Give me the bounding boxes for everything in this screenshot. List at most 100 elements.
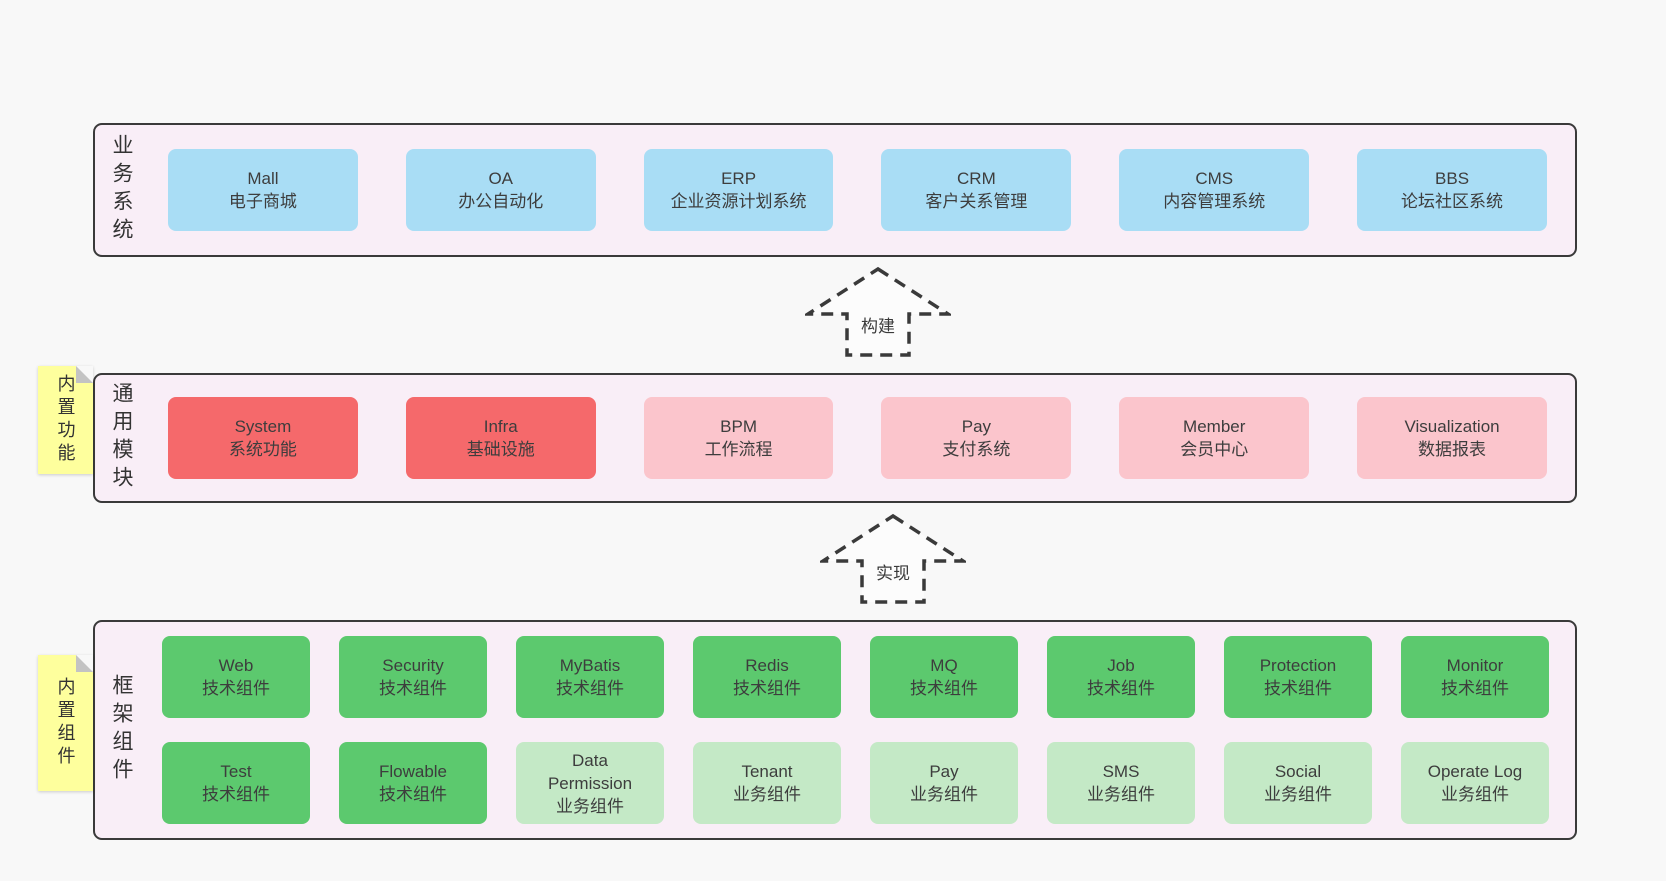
band-business-systems: 业务系统 Mall 电子商城 OA 办公自动化 ERP 企业资源计划系统 CRM… <box>93 123 1577 257</box>
box-bpm: BPM 工作流程 <box>643 397 834 479</box>
box-bbs: BBS 论坛社区系统 <box>1357 149 1547 231</box>
box-subtitle: 技术组件 <box>202 785 270 804</box>
box-subtitle: 业务组件 <box>733 785 801 804</box>
sticky-built-in-components: 内置组件 <box>38 655 93 791</box>
box-name: Member <box>1183 417 1246 436</box>
box-subtitle: 工作流程 <box>704 440 773 459</box>
box-name: Infra <box>483 417 518 436</box>
box-subtitle: 数据报表 <box>1418 440 1487 459</box>
box-subtitle: 技术组件 <box>202 679 270 698</box>
box-name: ERP <box>721 169 757 188</box>
box-subtitle: 支付系统 <box>942 440 1011 459</box>
box-name: Pay <box>929 762 959 781</box>
box-subtitle: 会员中心 <box>1180 440 1249 459</box>
framework-components-stack: Web 技术组件 Security 技术组件 MyBatis 技术组件 Redi… <box>132 636 1575 824</box>
arrow-label: 实现 <box>876 564 910 583</box>
box-subtitle: 业务组件 <box>1087 785 1155 804</box>
box-name: Flowable <box>378 762 448 781</box>
box-name: Social <box>1274 762 1322 781</box>
box-name: Job <box>1107 656 1135 675</box>
box-sms: SMS 业务组件 <box>1047 742 1195 824</box>
box-pay-system: Pay 支付系统 <box>881 397 1072 479</box>
framework-row-2: Test 技术组件 Flowable 技术组件 Data Permission … <box>162 742 1549 824</box>
box-tenant: Tenant 业务组件 <box>693 742 841 824</box>
box-name: OA <box>488 169 514 188</box>
box-monitor: Monitor 技术组件 <box>1401 636 1549 718</box>
box-operate-log: Operate Log 业务组件 <box>1401 742 1549 824</box>
box-member: Member 会员中心 <box>1119 397 1310 479</box>
box-system: System 系统功能 <box>168 397 358 479</box>
box-subtitle: 技术组件 <box>556 679 624 698</box>
box-security: Security 技术组件 <box>339 636 487 718</box>
implement-arrow-icon: 实现 <box>820 513 966 604</box>
box-name: CRM <box>957 169 996 188</box>
box-name: Security <box>382 656 444 675</box>
band-label-framework-components: 框架组件 <box>110 674 133 786</box>
box-cms: CMS 内容管理系统 <box>1119 149 1310 231</box>
box-mybatis: MyBatis 技术组件 <box>516 636 664 718</box>
box-mall: Mall 电子商城 <box>168 149 358 231</box>
box-name: Test <box>220 762 252 781</box>
box-name: Redis <box>745 656 789 675</box>
box-social: Social 业务组件 <box>1224 742 1372 824</box>
box-subtitle: 技术组件 <box>379 785 447 804</box>
box-protection: Protection 技术组件 <box>1224 636 1372 718</box>
arrow-shape <box>820 513 966 604</box>
sticky-label: 内置组件 <box>55 677 76 769</box>
box-subtitle: 电子商城 <box>228 192 297 211</box>
box-name: Monitor <box>1446 656 1504 675</box>
box-subtitle: 企业资源计划系统 <box>670 192 807 211</box>
box-subtitle: 业务组件 <box>1441 785 1509 804</box>
box-name: MyBatis <box>559 656 621 675</box>
box-subtitle: 客户关系管理 <box>925 192 1028 211</box>
box-name: Operate Log <box>1427 762 1523 781</box>
arrow-shape <box>805 266 951 357</box>
business-systems-box-row: Mall 电子商城 OA 办公自动化 ERP 企业资源计划系统 CRM 客户关系… <box>132 149 1575 231</box>
box-name: System <box>234 417 292 436</box>
framework-row-1: Web 技术组件 Security 技术组件 MyBatis 技术组件 Redi… <box>162 636 1549 718</box>
box-job: Job 技术组件 <box>1047 636 1195 718</box>
box-subtitle: 系统功能 <box>228 440 297 459</box>
box-redis: Redis 技术组件 <box>693 636 841 718</box>
common-modules-box-row: System 系统功能 Infra 基础设施 BPM 工作流程 Pay 支付系统… <box>132 397 1575 479</box>
sticky-built-in-features: 内置功能 <box>38 366 93 474</box>
band-label-common-modules: 通用模块 <box>110 382 133 494</box>
box-mq: MQ 技术组件 <box>870 636 1018 718</box>
box-name: Data Permission <box>547 750 633 793</box>
box-subtitle: 办公自动化 <box>458 192 544 211</box>
box-name: BBS <box>1435 169 1470 188</box>
box-name: Web <box>218 656 254 675</box>
arrow-label: 构建 <box>861 317 895 336</box>
band-label-business-systems: 业务系统 <box>110 134 133 246</box>
band-framework-components: 框架组件 Web 技术组件 Security 技术组件 MyBatis 技术组件… <box>93 620 1577 840</box>
sticky-label: 内置功能 <box>55 374 76 466</box>
box-subtitle: 技术组件 <box>379 679 447 698</box>
box-crm: CRM 客户关系管理 <box>881 149 1072 231</box>
box-name: Visualization <box>1404 417 1500 436</box>
box-subtitle: 技术组件 <box>733 679 801 698</box>
box-subtitle: 技术组件 <box>910 679 978 698</box>
box-infra: Infra 基础设施 <box>405 397 596 479</box>
box-name: Tenant <box>741 762 793 781</box>
box-name: BPM <box>720 417 757 436</box>
box-pay-component: Pay 业务组件 <box>870 742 1018 824</box>
box-data-permission: Data Permission 业务组件 <box>516 742 664 824</box>
band-common-modules: 通用模块 System 系统功能 Infra 基础设施 BPM 工作流程 Pay… <box>93 373 1577 503</box>
box-erp: ERP 企业资源计划系统 <box>643 149 834 231</box>
build-arrow-icon: 构建 <box>805 266 951 357</box>
box-subtitle: 技术组件 <box>1264 679 1332 698</box>
box-subtitle: 业务组件 <box>910 785 978 804</box>
box-test: Test 技术组件 <box>162 742 310 824</box>
box-name: CMS <box>1195 169 1234 188</box>
box-visualization: Visualization 数据报表 <box>1357 397 1547 479</box>
box-oa: OA 办公自动化 <box>405 149 596 231</box>
box-name: Pay <box>961 417 992 436</box>
box-subtitle: 业务组件 <box>1264 785 1332 804</box>
box-flowable: Flowable 技术组件 <box>339 742 487 824</box>
box-name: MQ <box>930 656 958 675</box>
box-name: Protection <box>1259 656 1337 675</box>
box-web: Web 技术组件 <box>162 636 310 718</box>
box-subtitle: 技术组件 <box>1087 679 1155 698</box>
box-subtitle: 论坛社区系统 <box>1401 192 1504 211</box>
